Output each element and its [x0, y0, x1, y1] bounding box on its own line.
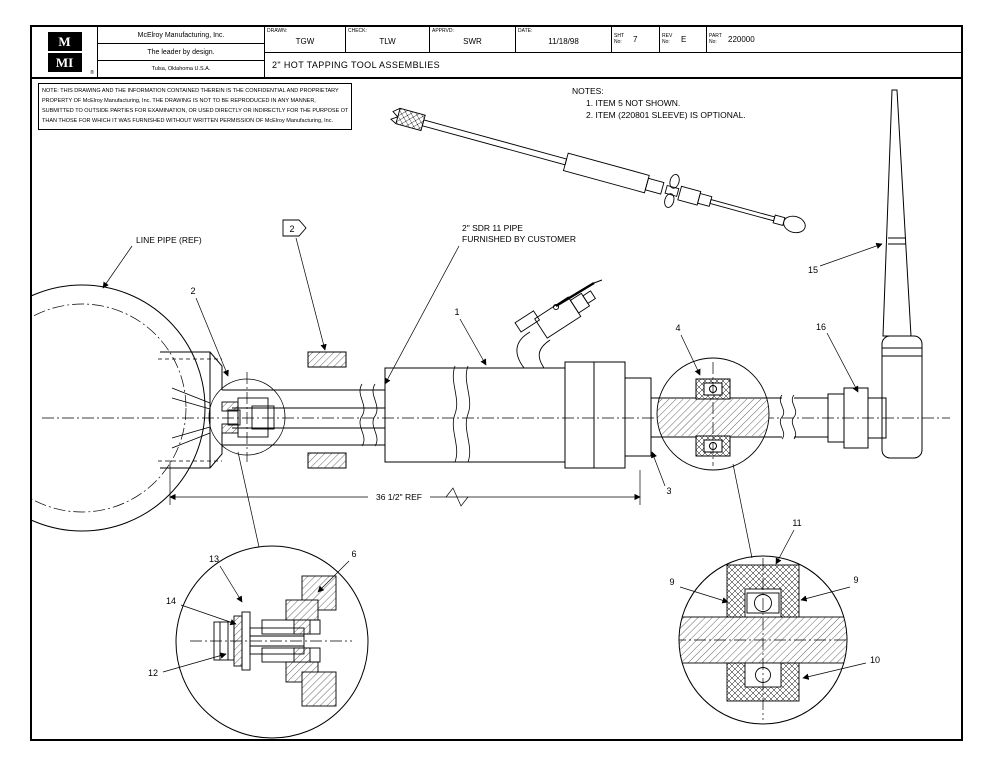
field-check-value: TLW	[379, 37, 396, 47]
company-logo: M MI ®	[32, 27, 98, 77]
field-drawn-value: TGW	[295, 37, 315, 47]
proprietary-note: NOTE: THIS DRAWING AND THE INFORMATION C…	[38, 83, 352, 130]
field-date-value: 11/18/98	[548, 37, 579, 47]
field-date-label: DATE:	[518, 28, 533, 34]
field-date: DATE: 11/18/98	[516, 27, 612, 52]
field-part-value: 220000	[728, 34, 755, 44]
title-block-row-1: DRAWN: TGW CHECK: TLW APPRVD: SWR DATE: …	[265, 27, 961, 53]
sheet-border: M MI ® McElroy Manufacturing, Inc. The l…	[30, 25, 963, 741]
note-item-1: 1. ITEM 5 NOT SHOWN.	[586, 98, 681, 108]
title-block: M MI ® McElroy Manufacturing, Inc. The l…	[32, 27, 961, 79]
field-apprvd-value: SWR	[463, 37, 482, 47]
logo-top-square: M	[47, 32, 82, 51]
proprietary-note-line: THAN THOSE FOR WHICH IT WAS FURNISHED WI…	[42, 118, 334, 124]
proprietary-note-line: PROPERTY OF McElroy Manufacturing, Inc. …	[42, 98, 316, 104]
proprietary-note-line: SUBMITTED TO OUTSIDE PARTIES FOR EXAMINA…	[42, 108, 348, 114]
field-sheet-label: SHT No:	[614, 32, 624, 46]
field-apprvd: APPRVD: SWR	[430, 27, 516, 52]
logo-bottom-square: MI	[47, 53, 82, 72]
field-rev-number: REV No: E	[660, 27, 707, 52]
field-check-label: CHECK:	[348, 28, 367, 34]
field-check: CHECK: TLW	[346, 27, 430, 52]
notes-heading: NOTES:	[572, 86, 604, 96]
field-drawn-label: DRAWN:	[267, 28, 288, 34]
field-rev-label: REV No:	[662, 32, 673, 46]
field-rev-value: E	[681, 34, 687, 44]
company-info: McElroy Manufacturing, Inc. The leader b…	[98, 27, 265, 77]
field-part-number: PART No: 220000	[707, 27, 961, 52]
notes-block: NOTES: 1. ITEM 5 NOT SHOWN. 2. ITEM (220…	[572, 85, 746, 121]
field-apprvd-label: APPRVD:	[432, 28, 454, 34]
field-sheet-value: 7	[633, 34, 638, 44]
company-tagline: The leader by design.	[98, 44, 264, 61]
company-name: McElroy Manufacturing, Inc.	[98, 27, 264, 44]
registered-trademark: ®	[90, 70, 94, 76]
proprietary-note-line: NOTE: THIS DRAWING AND THE INFORMATION C…	[42, 88, 339, 94]
field-drawn: DRAWN: TGW	[265, 27, 346, 52]
title-block-fields: DRAWN: TGW CHECK: TLW APPRVD: SWR DATE: …	[265, 27, 961, 77]
field-part-label: PART No:	[709, 32, 722, 46]
note-item-2: 2. ITEM (220801 SLEEVE) IS OPTIONAL.	[586, 110, 746, 120]
field-sheet-number: SHT No: 7	[612, 27, 660, 52]
company-location: Tulsa, Oklahoma U.S.A.	[151, 66, 211, 72]
drawing-title: 2" HOT TAPPING TOOL ASSEMBLIES	[272, 59, 441, 70]
